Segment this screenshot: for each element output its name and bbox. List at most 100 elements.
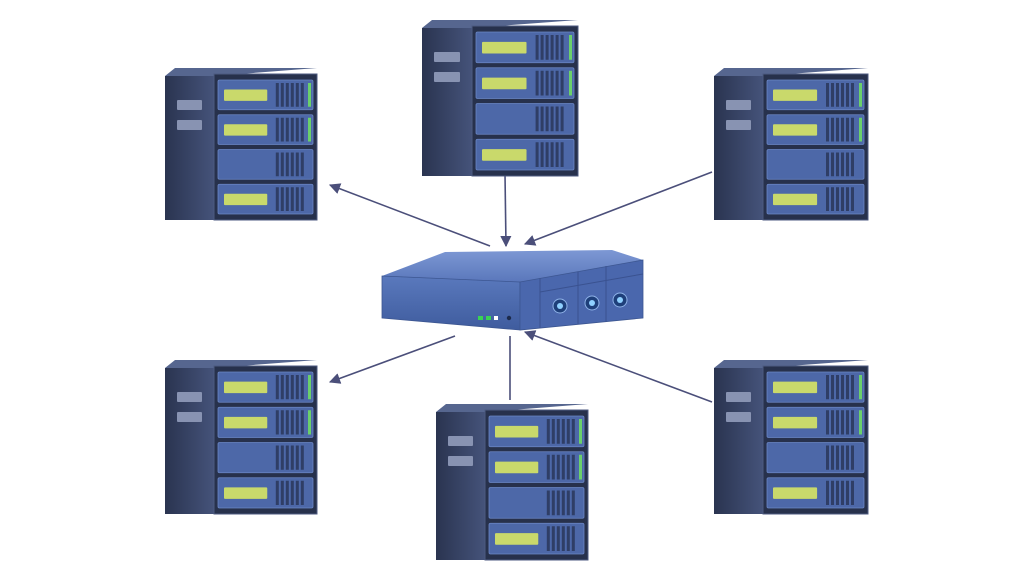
drive-vent	[561, 454, 565, 480]
drive-vent	[290, 410, 294, 435]
drive-vent	[285, 117, 289, 142]
drive-bay-frame	[488, 487, 585, 519]
drive-vent	[535, 70, 539, 96]
drive-vent	[831, 480, 834, 505]
drive-vent	[280, 83, 284, 107]
drive-vent	[846, 187, 849, 211]
server-bottom-left	[165, 360, 318, 515]
hub-reset-button-icon	[506, 315, 512, 321]
drive-vent	[566, 419, 570, 444]
hub-status-led	[494, 316, 498, 320]
rack-vent-icon	[434, 72, 460, 82]
connector-server-bottom-right	[523, 330, 713, 403]
drive-vent	[290, 152, 294, 177]
rack-top	[714, 68, 868, 76]
drive-vent	[545, 142, 549, 167]
drive-vent	[280, 410, 284, 435]
server-bottom-center	[436, 404, 589, 561]
drive-status-display	[224, 89, 268, 101]
drive-vent	[300, 480, 304, 505]
drive-status-display	[482, 77, 527, 90]
drive-led	[308, 375, 311, 400]
drive-vent	[851, 83, 854, 107]
drive-vent	[555, 70, 559, 96]
drive-vent	[290, 480, 294, 505]
rack-side	[714, 368, 763, 514]
drive-vent	[836, 410, 839, 435]
drive-vent	[831, 410, 834, 435]
drive-led	[859, 117, 862, 142]
hub-top	[382, 250, 643, 282]
drive-vent	[851, 480, 854, 505]
drive-status-display	[773, 193, 818, 206]
drive-vent	[836, 187, 839, 211]
drive-status-display	[495, 425, 539, 438]
drive-vent	[280, 445, 284, 470]
drive-vent	[285, 152, 289, 177]
server-bottom-right	[714, 360, 869, 515]
drive-vent	[546, 490, 550, 516]
drive-vent	[295, 152, 299, 177]
drive-bay-frame	[217, 149, 314, 180]
drive-vent	[280, 375, 284, 400]
drive-vent	[826, 117, 829, 142]
drive-vent	[560, 142, 564, 167]
hub-port-light	[557, 303, 563, 309]
drive-vent	[851, 152, 854, 177]
drive-vent	[280, 152, 284, 177]
drive-led	[859, 375, 862, 400]
drive-vent	[571, 490, 575, 516]
drive-vent	[841, 480, 844, 505]
drive-vent	[550, 35, 554, 60]
drive-led	[859, 410, 862, 435]
drive-led	[308, 83, 311, 107]
drive-bay	[217, 371, 314, 403]
hub-device	[381, 250, 644, 331]
drive-vent	[571, 526, 575, 551]
drive-bay	[488, 451, 585, 483]
drive-vent	[275, 152, 279, 177]
drive-led	[569, 70, 572, 96]
drive-vent	[566, 526, 570, 551]
drive-status-display	[224, 193, 268, 206]
drive-vent	[826, 480, 829, 505]
rack-vent-icon	[177, 412, 202, 422]
rack-vent-icon	[177, 120, 202, 130]
drive-status-display	[482, 149, 527, 161]
drive-vent	[295, 187, 299, 211]
drive-vent	[846, 410, 849, 435]
rack-vent-icon	[448, 456, 473, 466]
drive-led	[308, 117, 311, 142]
drive-vent	[561, 490, 565, 516]
drive-vent	[540, 70, 544, 96]
drive-vent	[300, 375, 304, 400]
drive-vent	[826, 83, 829, 107]
drive-vent	[851, 187, 854, 211]
drive-status-display	[482, 41, 527, 54]
drive-bay	[488, 487, 585, 519]
drive-led	[579, 454, 582, 480]
drive-vent	[846, 480, 849, 505]
drive-vent	[300, 83, 304, 107]
drive-vent	[836, 375, 839, 400]
drive-vent	[545, 35, 549, 60]
drive-vent	[560, 70, 564, 96]
drive-vent	[285, 187, 289, 211]
drive-bay	[766, 442, 865, 474]
drive-vent	[560, 35, 564, 60]
drive-vent	[550, 106, 554, 132]
drive-status-display	[495, 461, 539, 474]
connections	[328, 171, 713, 403]
drive-vent	[551, 490, 555, 516]
drive-bay	[217, 114, 314, 145]
drive-vent	[826, 187, 829, 211]
drive-vent	[290, 187, 294, 211]
drive-vent	[540, 106, 544, 132]
drive-bay	[766, 371, 865, 403]
hub-front-left	[381, 275, 521, 331]
drive-vent	[295, 83, 299, 107]
connector-server-top-left	[328, 183, 491, 247]
rack-side	[422, 28, 472, 176]
drive-vent	[275, 410, 279, 435]
